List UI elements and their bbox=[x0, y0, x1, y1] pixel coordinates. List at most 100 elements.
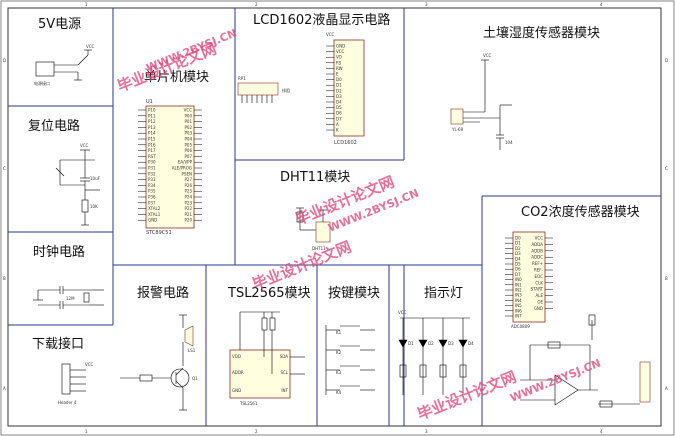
clock-circuit bbox=[33, 286, 104, 309]
soil-cap-value: 104 bbox=[505, 140, 513, 145]
adc-left-pins-name: D3 bbox=[515, 251, 521, 256]
adc-right-pins-name: EOC bbox=[535, 274, 544, 279]
mcu-left-pins: P10P11P12P13P14P15P16P17RSTP30P31P32P33P… bbox=[138, 108, 161, 223]
power-circuit bbox=[35, 49, 92, 81]
adc-left-pins-name: IN3 bbox=[515, 293, 522, 298]
soil-part-label: YL-69 bbox=[451, 127, 464, 132]
mcu-designator: U1 bbox=[146, 99, 153, 105]
lcd-pins-name: D5 bbox=[336, 105, 342, 110]
tsl-part-name: TSL2561 bbox=[239, 401, 258, 406]
led-2-label: D2 bbox=[428, 341, 434, 346]
clock-crystal-value: 12M bbox=[66, 296, 75, 301]
title-dht: DHT11模块 bbox=[280, 170, 350, 185]
title-mcu: 单片机模块 bbox=[144, 70, 209, 85]
adc-left-pins-name: D0 bbox=[515, 236, 521, 241]
led-circuit bbox=[398, 317, 470, 395]
mcu-right-pins-name: P27 bbox=[184, 177, 192, 182]
mcu-left-pins-name: XTAL1 bbox=[148, 212, 161, 217]
mcu-left-pins-name: P31 bbox=[148, 166, 156, 171]
inner-frame bbox=[7, 7, 662, 427]
tsl-pin-name: ADDR bbox=[232, 370, 244, 375]
mcu-right-pins-name: P26 bbox=[184, 183, 192, 188]
lcd-pins-name: RS bbox=[336, 60, 342, 65]
adc-right-pins-name: OE bbox=[537, 300, 543, 305]
mcu-left-pins-name: P17 bbox=[148, 148, 156, 153]
row-b-right: B bbox=[665, 276, 668, 281]
lcd-pins-name: E bbox=[336, 72, 339, 77]
row-a-left: A bbox=[3, 386, 6, 391]
mcu-left-pins-name: P34 bbox=[148, 183, 156, 188]
title-power: 5V电源 bbox=[38, 17, 81, 32]
section-dividers bbox=[8, 8, 661, 426]
title-reset: 复位电路 bbox=[28, 118, 80, 134]
tsl-pin-name: INT bbox=[281, 388, 288, 393]
lcd-pins-name: D6 bbox=[336, 111, 342, 116]
key-2-label: K2 bbox=[336, 350, 342, 355]
soil-sensor-circuit bbox=[450, 59, 512, 150]
mcu-right-pins-name: P06 bbox=[184, 148, 192, 153]
adc-left-pins-name: IN7 bbox=[515, 314, 522, 319]
mcu-left-pins-name: P15 bbox=[148, 137, 156, 142]
alarm-circuit bbox=[120, 314, 194, 411]
mcu-left-pins-name: P36 bbox=[148, 195, 156, 200]
mcu-right-pins-name: VCC bbox=[184, 108, 193, 113]
mcu-left-pins-name: P33 bbox=[148, 177, 156, 182]
reset-res-value: 10K bbox=[90, 204, 98, 209]
col-1-bottom: 1 bbox=[85, 429, 88, 434]
row-d-right: D bbox=[665, 58, 668, 63]
power-jack-label: 电源接口 bbox=[34, 80, 50, 86]
row-c-right: C bbox=[665, 166, 668, 171]
col-2-top: 2 bbox=[255, 2, 258, 7]
title-keys: 按键模块 bbox=[328, 286, 380, 301]
adc-right-pins-name: REF+ bbox=[532, 261, 543, 266]
mcu-left-pins-name: XTAL2 bbox=[148, 206, 161, 211]
mcu-chip: P10P11P12P13P14P15P16P17RSTP30P31P32P33P… bbox=[138, 105, 202, 229]
title-leds: 指示灯 bbox=[424, 286, 463, 301]
watermark-site-1: WWW.2BYSJ.CN bbox=[144, 27, 238, 75]
adc-right-pins-name: REF- bbox=[534, 268, 544, 273]
adc-right-pins: VCCADDAADDBADDCREF+REF-EOCCLKSTARTALEOEG… bbox=[531, 236, 553, 311]
lcd-pins-name: A bbox=[336, 122, 339, 127]
reset-vcc-label: VCC bbox=[80, 143, 89, 148]
mcu-right-pins-name: P22 bbox=[184, 206, 192, 211]
download-header-label: Header 4 bbox=[58, 400, 77, 405]
mcu-left-pins-name: RST bbox=[148, 154, 156, 159]
adc-left-pins-name: D6 bbox=[515, 267, 521, 272]
adc-chip: D0D1D2D3D4D5D6D7IN0IN1IN2IN3IN4IN5IN6IN7… bbox=[505, 231, 553, 323]
lcd-pins-name: D1 bbox=[336, 83, 342, 88]
mcu-left-pins-name: P10 bbox=[148, 108, 156, 113]
title-soil: 土壤湿度传感器模块 bbox=[483, 25, 600, 41]
adc-part-name: ADC0809 bbox=[511, 324, 530, 329]
soil-vcc-label: VCC bbox=[483, 53, 492, 58]
title-lcd: LCD1602液晶显示电路 bbox=[253, 12, 390, 28]
dht-part-label: DHT11 bbox=[312, 246, 326, 251]
mcu-right-pins-name: P00 bbox=[184, 113, 192, 118]
col-1-top: 1 bbox=[85, 2, 88, 7]
mcu-part-name: STC89C51 bbox=[146, 230, 172, 236]
col-3-top: 3 bbox=[425, 2, 428, 7]
mcu-right-pins-name: P02 bbox=[184, 125, 192, 130]
co2-amplifier bbox=[520, 314, 651, 408]
key-1-label: K1 bbox=[336, 330, 342, 335]
download-header bbox=[61, 363, 86, 395]
keys-circuit bbox=[325, 325, 375, 395]
adc-right-pins-name: ALE bbox=[536, 293, 544, 298]
adc-right-pins-name: START bbox=[531, 287, 544, 292]
col-4-bottom: 4 bbox=[600, 429, 603, 434]
transistor-label: Q1 bbox=[192, 376, 198, 381]
adc-left-pins-name: IN1 bbox=[515, 282, 522, 287]
column-markers: 1 2 3 4 1 2 3 4 bbox=[85, 2, 603, 434]
mcu-right-pins-name: P21 bbox=[184, 212, 192, 217]
title-download: 下载接口 bbox=[32, 336, 84, 352]
tsl-pullups bbox=[239, 311, 305, 375]
mcu-right-pins-name: PSEN bbox=[182, 171, 192, 176]
adc-left-pins-name: D2 bbox=[515, 246, 521, 251]
col-4-top: 4 bbox=[600, 2, 603, 7]
led-3-label: D3 bbox=[448, 341, 454, 346]
mcu-left-pins-name: P13 bbox=[148, 125, 156, 130]
resistor-pack-label: 排阻 bbox=[282, 87, 290, 93]
lcd-pins-name: D3 bbox=[336, 94, 342, 99]
